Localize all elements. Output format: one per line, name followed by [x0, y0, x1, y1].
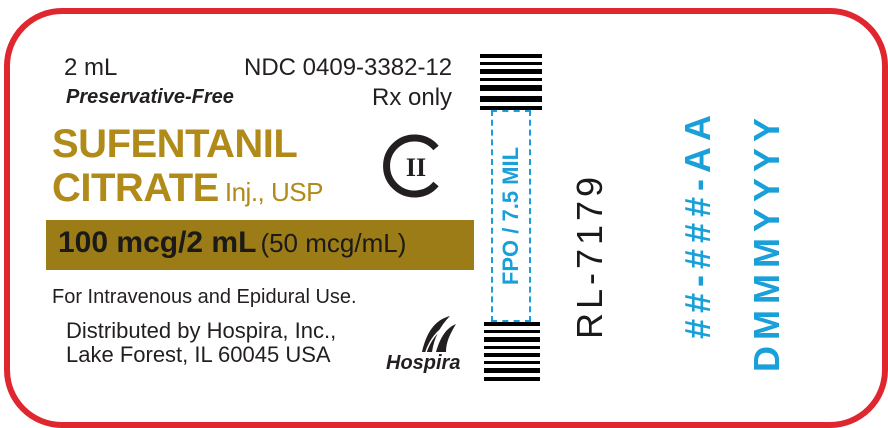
ndc-number: NDC 0409-3382-12	[244, 54, 453, 81]
strength-value: 100 mcg/2 mL	[58, 226, 257, 259]
preservative-free-text: Preservative-Free	[66, 86, 234, 108]
volume-text: 2 mL	[64, 54, 118, 81]
drug-name-citrate: CITRATE	[52, 166, 219, 210]
rx-only-text: Rx only	[372, 84, 453, 111]
strength-band	[46, 220, 474, 270]
drug-name-line1: SUFENTANIL	[52, 122, 298, 166]
drug-suffix: Inj., USP	[224, 177, 324, 207]
hospira-wordmark: Hospira	[386, 352, 461, 374]
fpo-text: FPO / 7.5 MIL	[498, 146, 523, 286]
label-code: RL-7179	[569, 172, 610, 340]
route-of-use-text: For Intravenous and Epidural Use.	[52, 286, 357, 308]
concentration-value: (50 mcg/mL)	[260, 228, 407, 258]
strength-text: 100 mcg/2 mL(50 mcg/mL)	[58, 226, 406, 260]
distributor-line1: Distributed by Hospira, Inc.,	[66, 318, 337, 343]
barcode-top	[480, 54, 542, 114]
schedule-ii-icon: II	[383, 134, 439, 198]
distributor-line2: Lake Forest, IL 60045 USA	[66, 342, 331, 367]
hospira-logo-icon	[422, 316, 456, 353]
fpo-placeholder-box	[491, 110, 531, 322]
expiry-date-placeholder: DMMMYYYY	[746, 112, 787, 373]
lot-number-placeholder: ##-###-AA	[677, 108, 718, 340]
barcode-bottom	[484, 322, 540, 382]
schedule-ii-numeral: II	[406, 153, 426, 182]
